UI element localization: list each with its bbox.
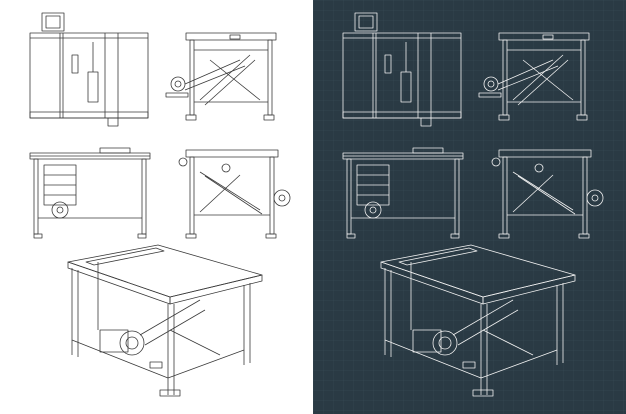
isometric-view (67, 244, 263, 397)
dark-drawing (313, 0, 626, 414)
side-view-2 (178, 149, 291, 239)
top-front-view (29, 147, 151, 239)
front-elevation (29, 12, 149, 127)
isometric-view-dark (380, 244, 576, 397)
light-drawing (29, 12, 291, 397)
front-elevation-dark (342, 12, 462, 127)
grid-background (313, 0, 626, 414)
side-elevation-dark (478, 32, 590, 121)
light-blueprint-panel (29, 12, 291, 397)
dark-blueprint-panel (313, 0, 626, 414)
side-elevation (165, 32, 277, 121)
top-front-view-dark (342, 147, 464, 239)
side-view-2-dark (491, 149, 604, 239)
